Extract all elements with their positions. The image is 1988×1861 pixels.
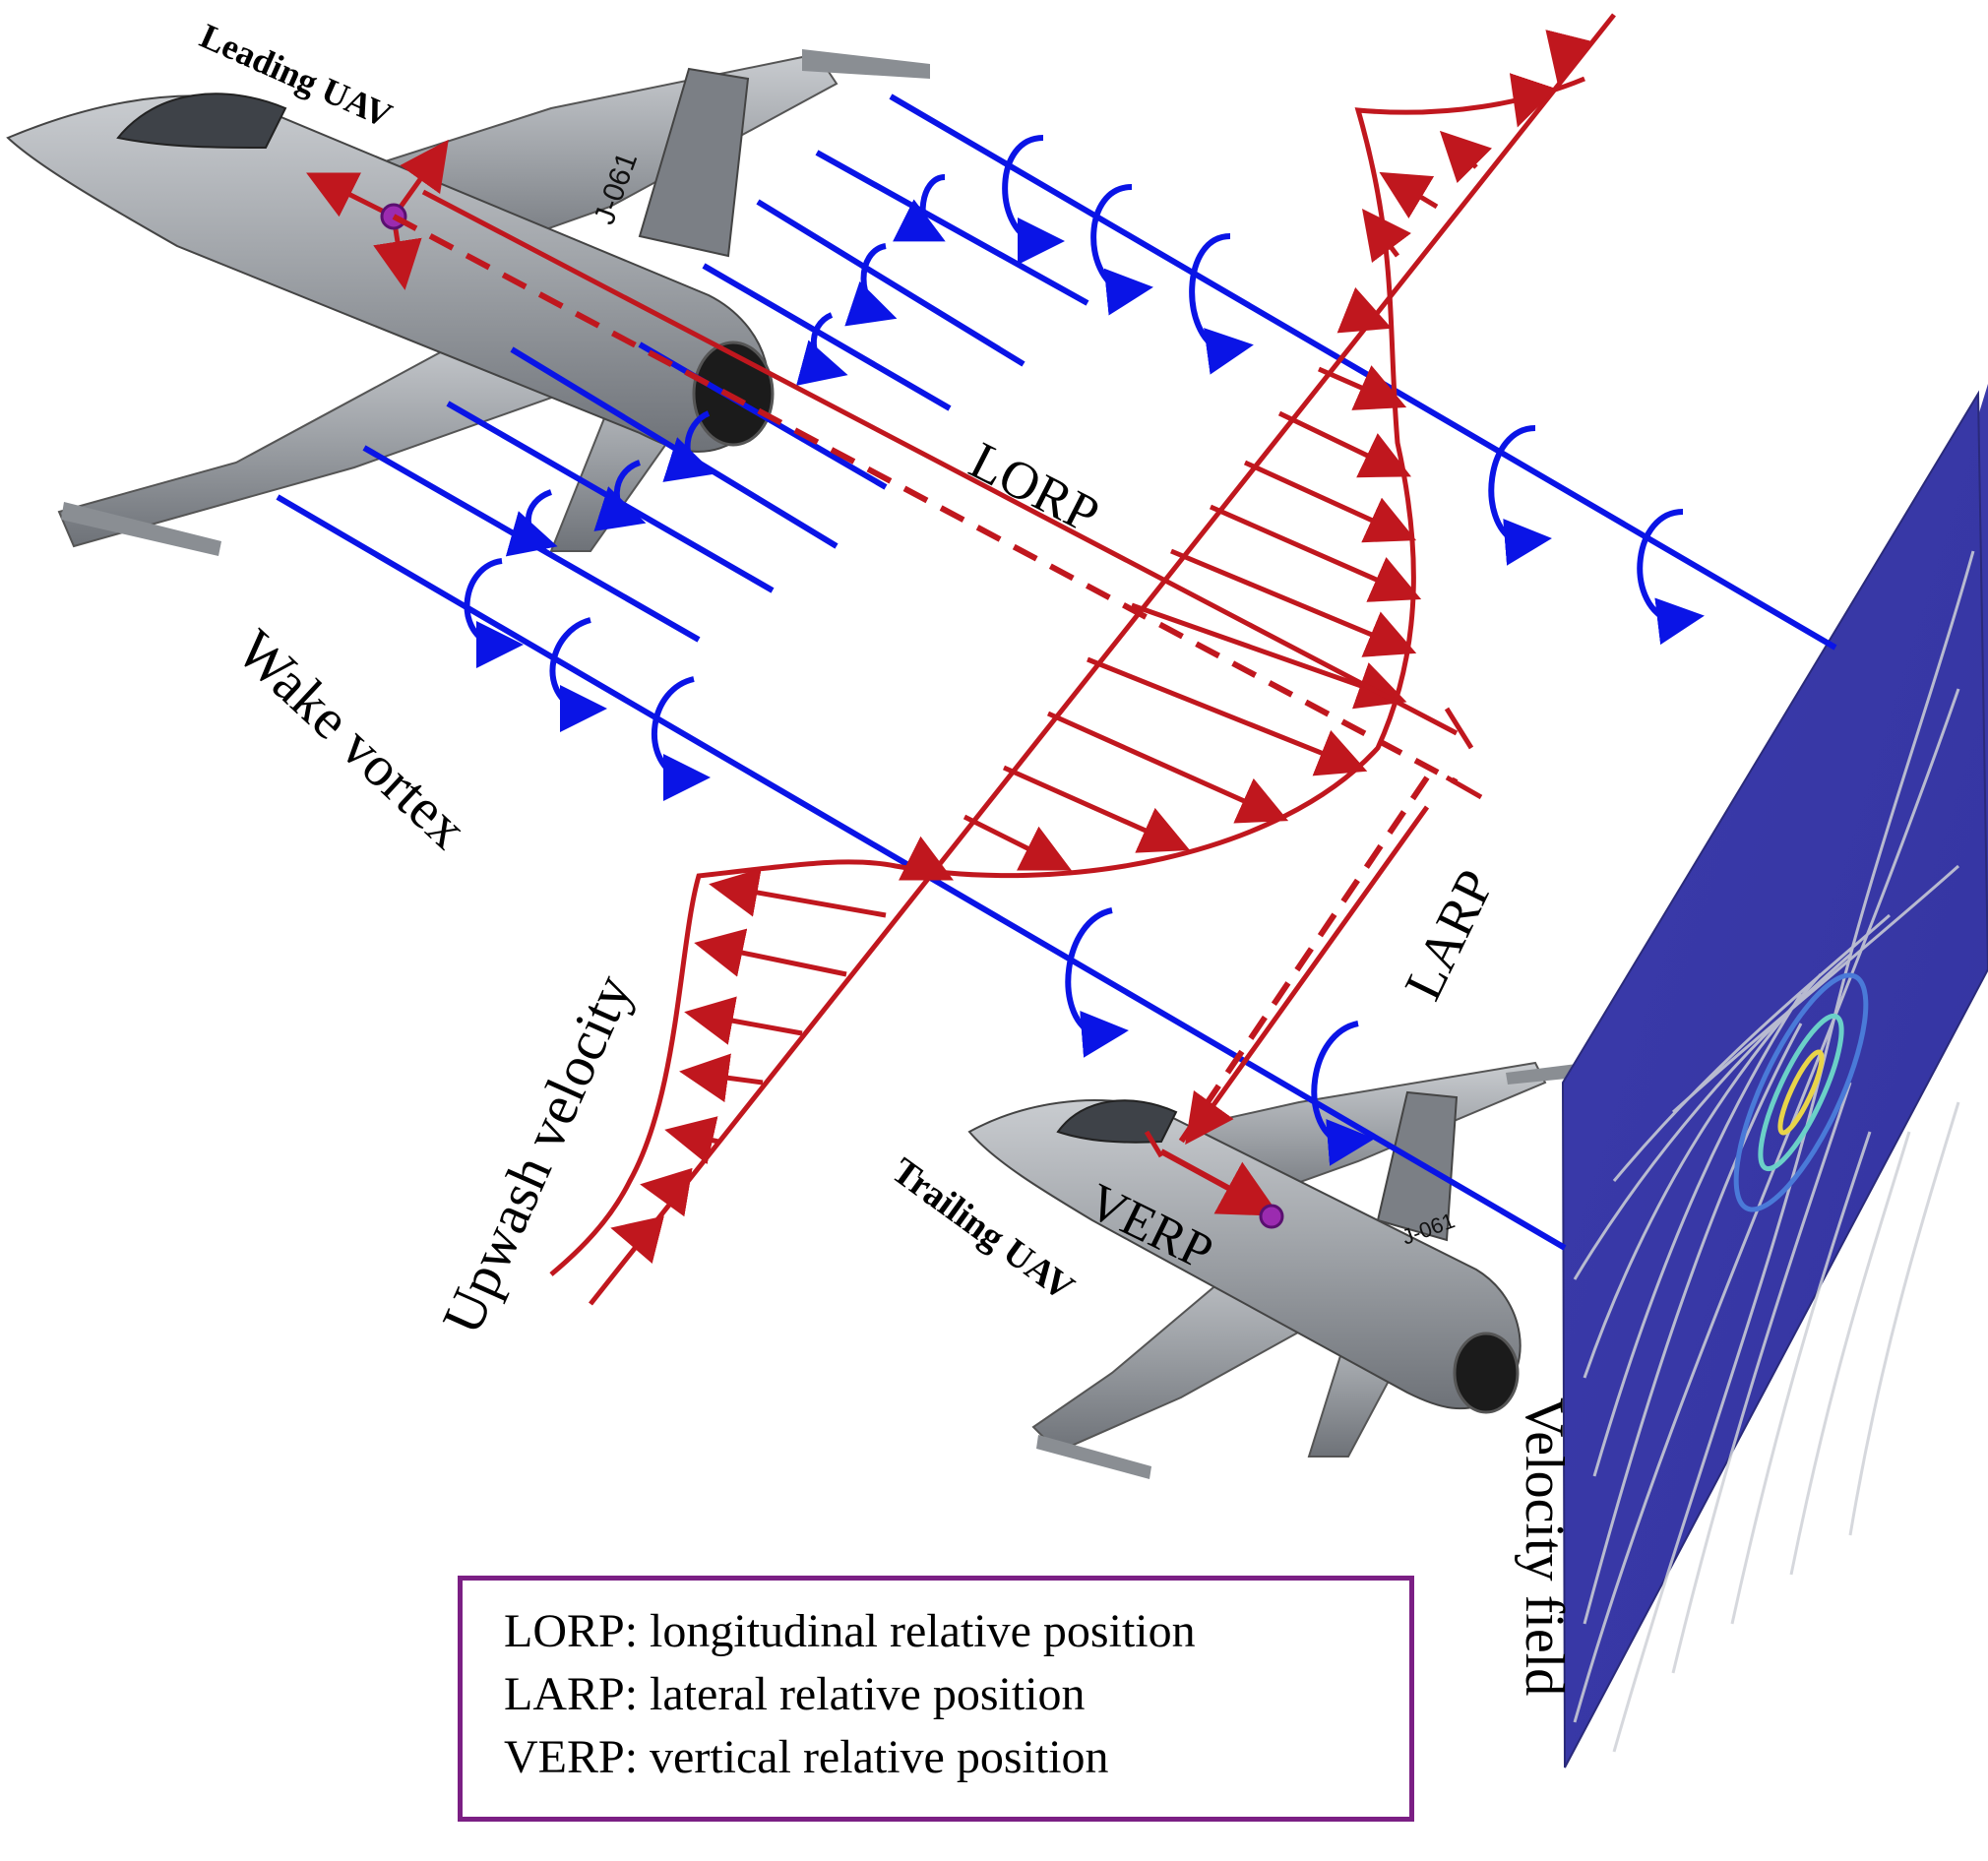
- verp-line: [1159, 1148, 1280, 1216]
- lorp-line: [421, 189, 1459, 736]
- larp-line: [1185, 805, 1430, 1146]
- relative-position-markers: [306, 139, 1483, 1229]
- leading-uav-aircraft: J-061: [6, 49, 930, 556]
- velocity-field-label: Velocity field: [1514, 1397, 1575, 1697]
- legend-item-verp: VERP: vertical relative position: [504, 1731, 1109, 1783]
- trailing-reference-point-icon: [1259, 1204, 1284, 1229]
- legend-item-larp: LARP: lateral relative position: [504, 1668, 1086, 1720]
- wake-vortex-swirls: [464, 135, 1705, 1166]
- legend-box: LORP: longitudinal relative position LAR…: [458, 1576, 1414, 1822]
- legend-item-lorp: LORP: longitudinal relative position: [504, 1605, 1196, 1657]
- velocity-field-panel: [1561, 384, 1988, 1768]
- upwash-velocity-profile: [549, 13, 1616, 1306]
